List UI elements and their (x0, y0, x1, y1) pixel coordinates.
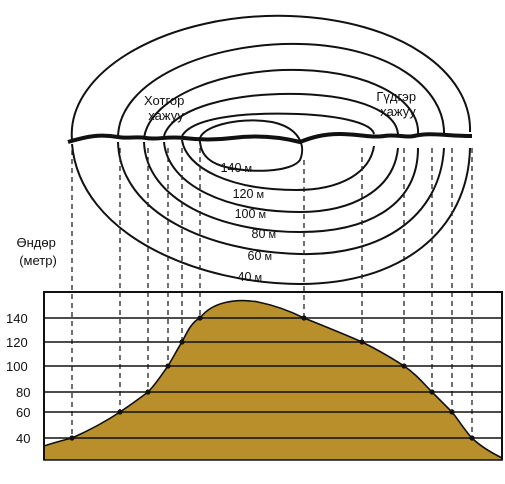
contour-line-100-lower (163, 141, 399, 214)
intersection-marker (197, 315, 203, 321)
intersection-marker (449, 409, 455, 415)
concave-slope-label-line2: хажуу (148, 108, 184, 123)
terrain-profile (43, 299, 503, 461)
contour-line-140 (198, 119, 304, 172)
contour-map (67, 14, 473, 286)
elevation-profile: 140 120 100 80 60 40 (6, 291, 503, 461)
contour-line-80-lower (143, 141, 419, 234)
convex-slope-label-line1: Гүдгэр (376, 89, 416, 104)
intersection-marker (165, 363, 171, 369)
contour-line-100 (163, 92, 399, 137)
profile-frame (43, 291, 503, 460)
height-axis-title-line2: (метр) (19, 253, 57, 268)
intersection-marker (145, 389, 151, 395)
contour-line-60-lower (117, 141, 445, 256)
intersection-marker (429, 389, 435, 395)
projection-lines (71, 148, 473, 438)
concave-slope-label-line1: Хотгор (144, 93, 184, 108)
intersection-marker (359, 339, 365, 345)
contour-line-120-lower (181, 139, 375, 192)
elevation-label-40: 40 (16, 431, 30, 446)
intersection-marker (301, 315, 307, 321)
intersection-marker (179, 339, 185, 345)
contour-line-40 (70, 14, 472, 141)
intersection-marker (401, 363, 407, 369)
intersection-marker (69, 435, 75, 441)
elevation-label-80: 80 (16, 385, 30, 400)
elevation-label-140: 140 (6, 311, 28, 326)
height-axis-title-line1: Өндөр (17, 235, 56, 250)
contour-line-120 (181, 112, 375, 137)
contour-line-80 (143, 68, 420, 139)
cross-section-ridge-line (67, 132, 473, 144)
convex-slope-label: Гүдгэр хажуу (376, 89, 419, 119)
convex-slope-label-line2: хажуу (380, 104, 416, 119)
elevation-label-60: 60 (16, 405, 30, 420)
height-axis-title: Өндөр (метр) (17, 235, 60, 268)
intersection-marker (117, 409, 123, 415)
contour-line-40-lower (71, 143, 471, 286)
elevation-label-100: 100 (6, 359, 28, 374)
contour-line-60 (117, 42, 446, 139)
intersection-marker (469, 435, 475, 441)
elevation-label-120: 120 (6, 335, 28, 350)
concave-slope-label: Хотгор хажуу (144, 93, 188, 123)
